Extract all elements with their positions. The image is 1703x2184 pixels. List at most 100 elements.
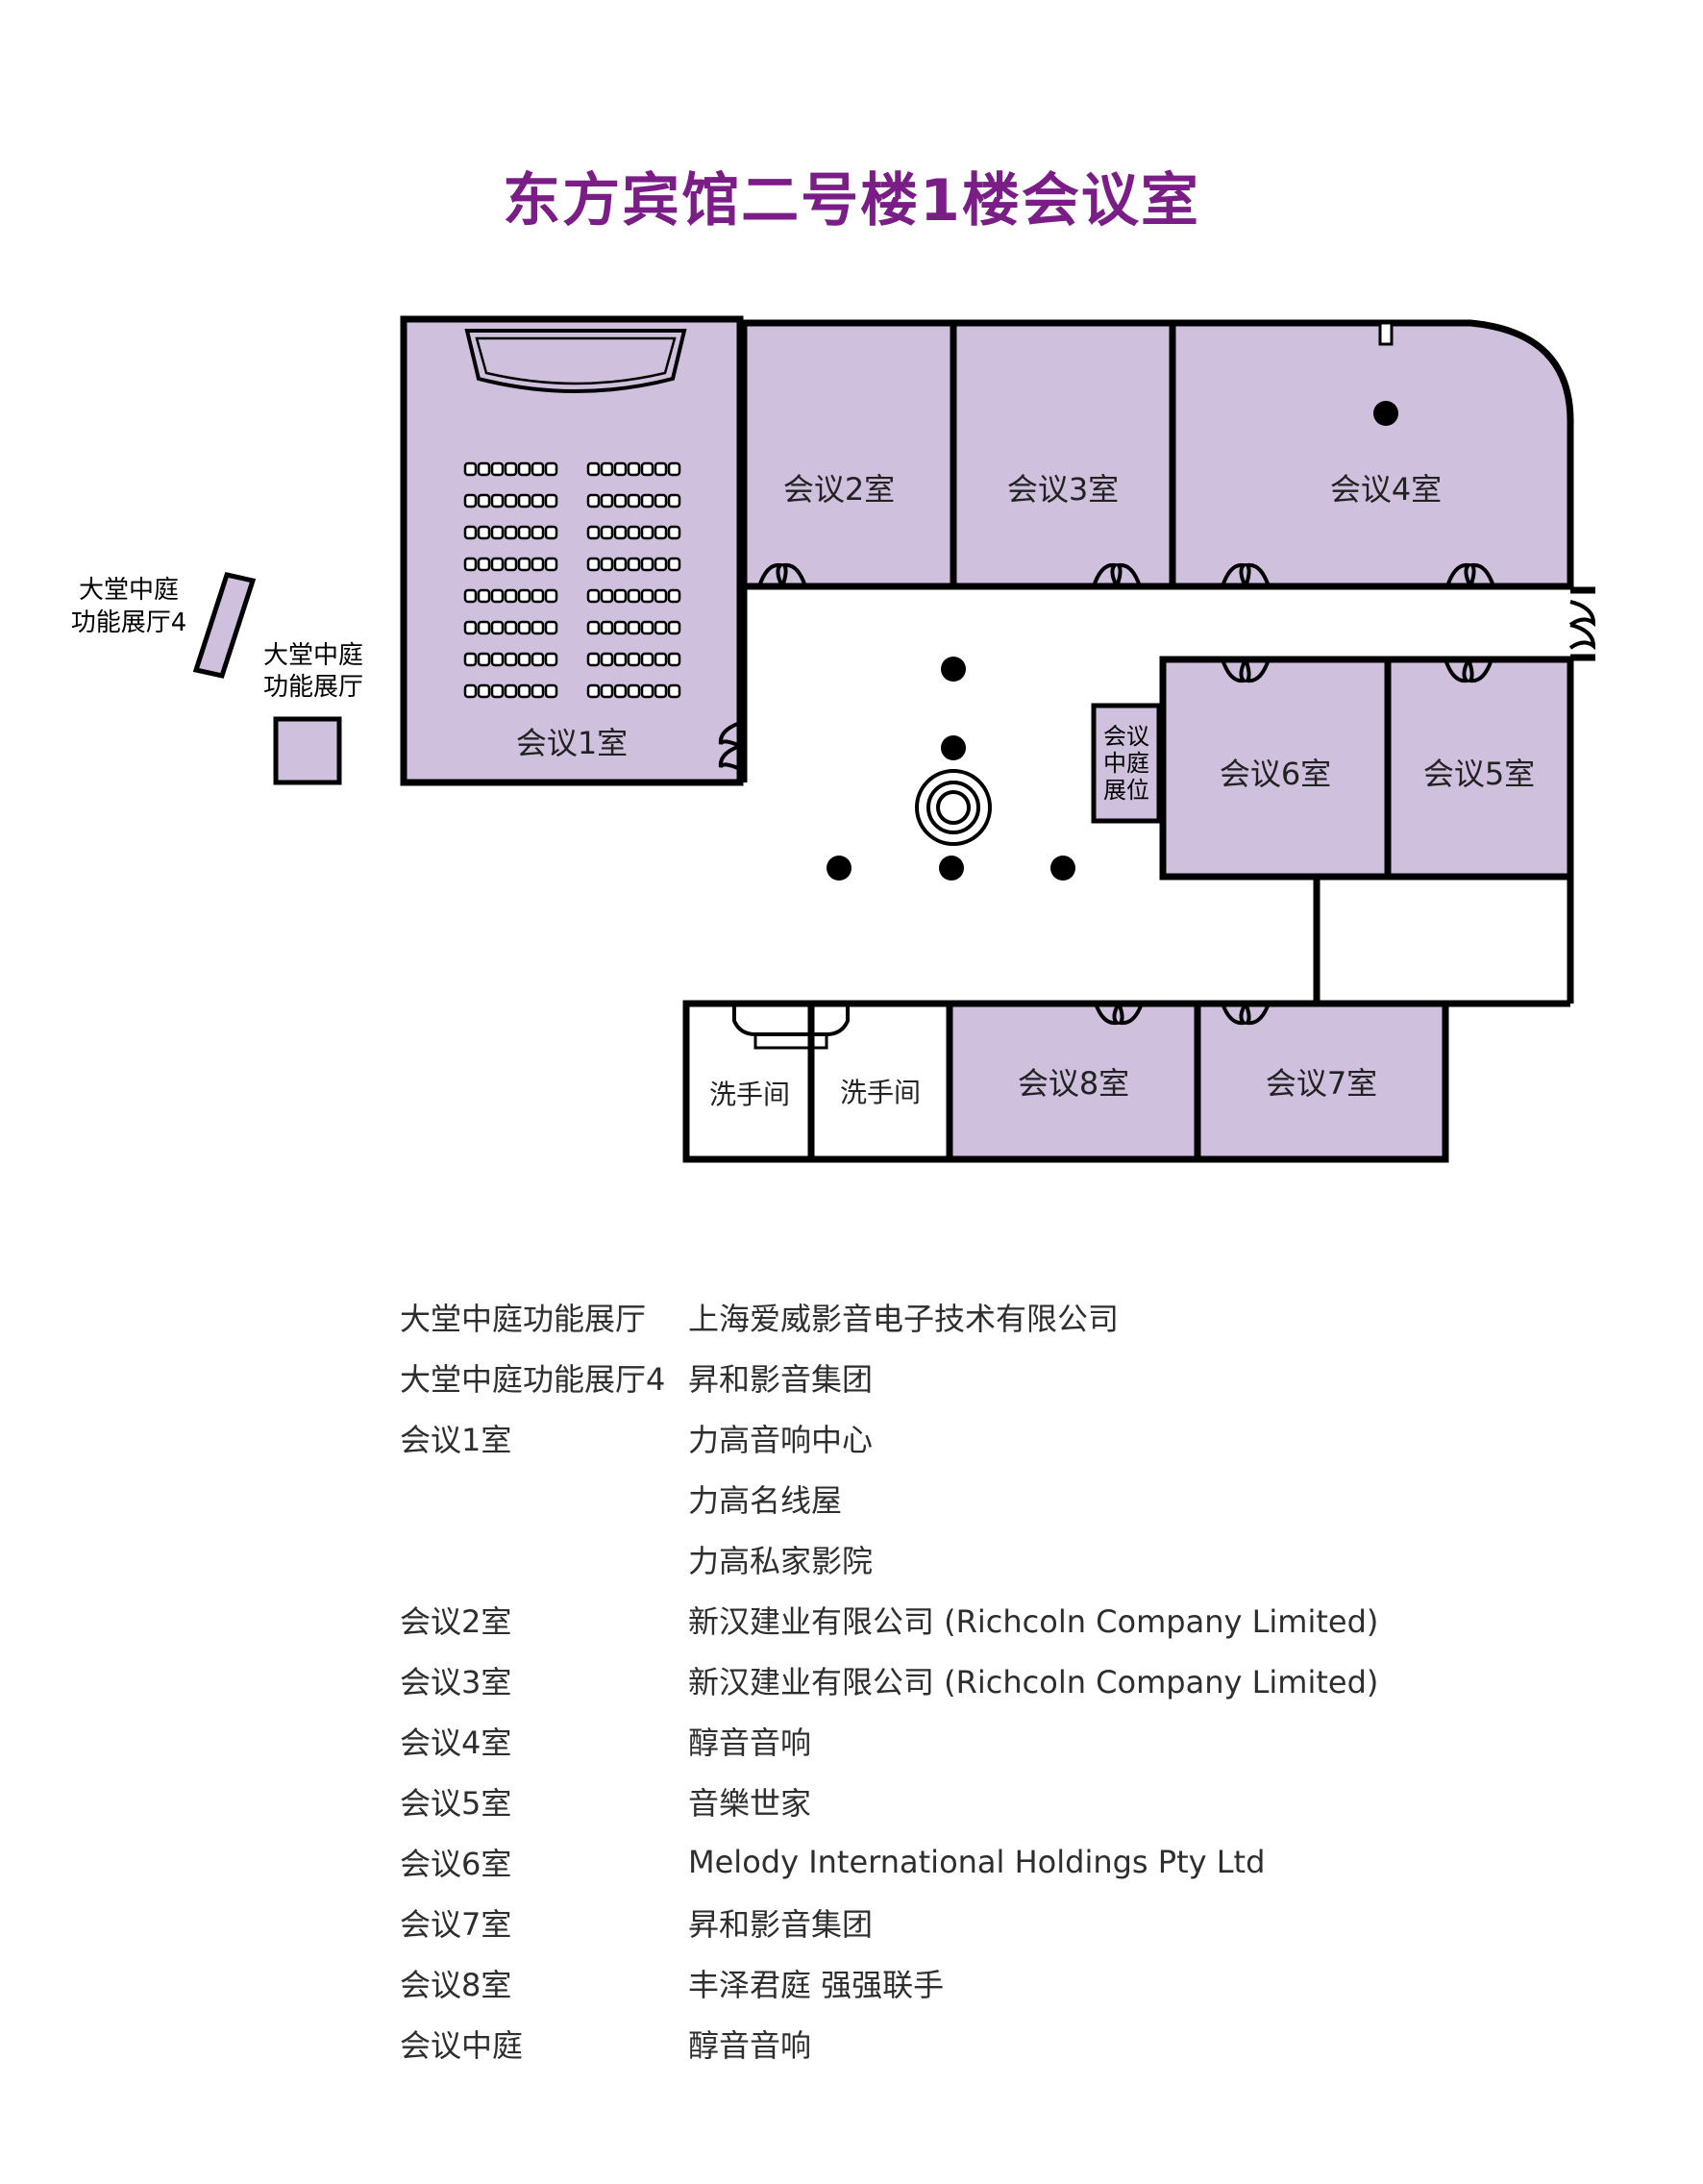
room-5[interactable] [1384,656,1574,881]
atrium-pillar-4 [939,856,964,881]
atrium-booth[interactable] [1091,703,1162,824]
seat [613,620,628,635]
seat [654,683,668,699]
legend-room: 会议5室 [400,1784,512,1822]
room-8-door[interactable] [1094,1003,1144,1026]
room-4-post [1378,321,1394,346]
seat [640,683,654,699]
seat [586,493,601,509]
floor-plan: 大堂中庭 功能展厅4 大堂中庭 功能展厅 会议1室 会议2室 会议3室 会议4室… [71,315,1596,1163]
seat [504,652,518,667]
seat [613,588,628,604]
legend-room: 会议中庭 [400,2026,524,2064]
seat [600,683,614,699]
room-6[interactable] [1159,656,1392,881]
seat [477,493,491,509]
legend-room: 大堂中庭功能展厅4 [400,1360,666,1398]
seat [613,683,628,699]
seat [600,588,614,604]
legend-room: 会议3室 [400,1663,512,1700]
legend-row: 会议8室丰泽君庭 强强联手 [400,1952,1553,2013]
legend-exhibitor: Melody International Holdings Pty Ltd [688,1843,1266,1880]
seat [544,652,558,667]
lobby-hall-4[interactable] [192,572,257,679]
seat [490,525,505,540]
atrium-fountain-outer [915,769,992,846]
legend-row: 会议3室新汉建业有限公司 (Richcoln Company Limited) [400,1650,1553,1710]
room-7-door[interactable] [1221,1003,1271,1026]
atrium-fountain-mid [926,781,980,834]
washroom-b[interactable] [807,1000,953,1163]
atrium-pillar-5 [1050,856,1075,881]
room-1[interactable] [400,315,744,786]
legend-row: 会议2室新汉建业有限公司 (Richcoln Company Limited) [400,1589,1553,1650]
lobby-hall-label-line1: 大堂中庭 [263,641,363,670]
room-1-label: 会议1室 [516,725,628,761]
room-4-door-left[interactable] [1221,562,1271,587]
atrium-pillar-3 [827,856,852,881]
room-4-door-right[interactable] [1445,562,1495,587]
seat [544,683,558,699]
room-7[interactable] [1194,1000,1449,1163]
seat [544,557,558,572]
seat [504,588,518,604]
legend-room: 大堂中庭功能展厅 [400,1300,647,1337]
seat [490,557,505,572]
seat [654,620,668,635]
seat [544,461,558,477]
room-1-door[interactable] [718,721,741,771]
seat [586,652,601,667]
legend-row: 大堂中庭功能展厅上海爱威影音电子技术有限公司 [400,1286,1553,1347]
legend-room: 会议1室 [400,1421,512,1458]
seat [627,557,641,572]
legend-exhibitor: 新汉建业有限公司 (Richcoln Company Limited) [688,1602,1379,1640]
legend-exhibitor: 醇音音响 [688,2026,812,2064]
room-3[interactable] [950,319,1176,590]
seat [477,588,491,604]
room-5-door[interactable] [1444,658,1493,683]
room-6-door[interactable] [1221,658,1271,683]
seat [463,652,478,667]
room-2[interactable] [740,319,957,590]
east-exit-door[interactable] [1568,600,1596,651]
seat [613,525,628,540]
seat [490,683,505,699]
room-3-label: 会议3室 [1007,471,1119,508]
seat [586,620,601,635]
seat [477,683,491,699]
legend-row: 力高私家影院 [400,1528,1553,1589]
seat [667,620,681,635]
seat [463,461,478,477]
room-8[interactable] [946,1000,1201,1163]
seat [531,620,545,635]
seat [477,461,491,477]
seat [586,461,601,477]
seat [463,683,478,699]
seat [477,652,491,667]
room-7-label: 会议7室 [1266,1065,1377,1102]
seat [586,588,601,604]
seat [531,588,545,604]
room-4-pillar [1373,401,1398,426]
seat [627,683,641,699]
atrium-pillar-2 [941,735,966,760]
room-2-door[interactable] [757,562,807,587]
lobby-hall-4-label-line2: 功能展厅4 [71,608,187,637]
seat [640,557,654,572]
legend-row: 力高名线屋 [400,1468,1553,1528]
lobby-hall-booth[interactable] [273,716,342,785]
room-4[interactable] [1169,319,1574,590]
seat [490,588,505,604]
seat [640,652,654,667]
page-title: 东方宾馆二号楼1楼会议室 [503,167,1200,235]
seat [600,493,614,509]
room-3-door[interactable] [1092,562,1142,587]
washroom-entry-inner [753,1034,828,1050]
seat [627,620,641,635]
seat [490,620,505,635]
legend-row: 会议4室醇音音响 [400,1710,1553,1771]
seat [517,652,531,667]
seat [517,461,531,477]
legend-exhibitor: 丰泽君庭 强强联手 [688,1966,945,2003]
